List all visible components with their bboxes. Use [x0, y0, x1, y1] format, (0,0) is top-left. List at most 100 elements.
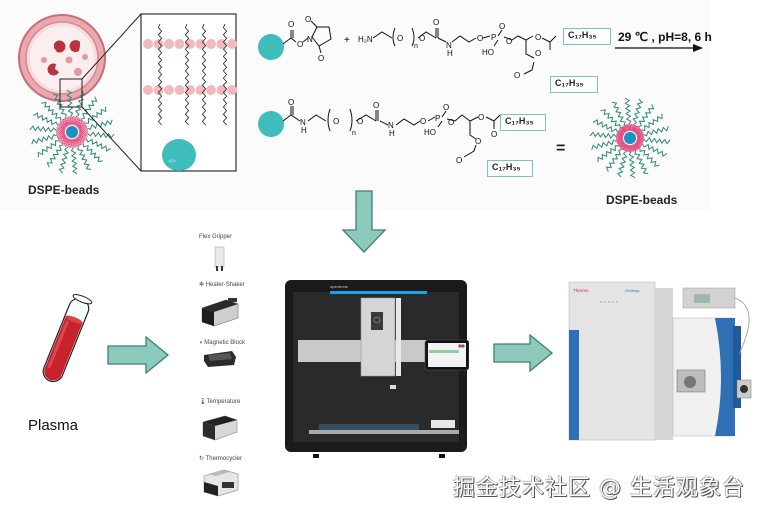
lipid-tail	[616, 131, 624, 138]
lipid-tail	[615, 135, 624, 141]
lipid-tail	[634, 142, 641, 149]
mass-spectrometer-image: Thermo Orbitrap	[568, 281, 752, 441]
svg-text:N: N	[300, 118, 306, 127]
svg-text:O: O	[420, 117, 426, 126]
lipid-tail	[631, 144, 638, 151]
peg-chain	[85, 106, 107, 124]
dspe-tail	[222, 23, 228, 126]
lipid-tail	[636, 132, 644, 138]
dspe-tail	[184, 23, 190, 126]
lipid-head	[206, 39, 216, 49]
lipid-tail	[74, 117, 81, 127]
peg-chain	[66, 89, 74, 117]
lipid-tail	[59, 120, 68, 128]
lipid-head	[216, 85, 227, 95]
bead-icon	[258, 111, 284, 137]
flex-gripper-image	[214, 246, 225, 271]
svg-text:O: O	[477, 34, 483, 43]
lipid-tail	[635, 141, 643, 148]
peg-chain	[643, 126, 669, 137]
lipid-tail	[619, 127, 626, 134]
svg-text:H₂N: H₂N	[358, 35, 373, 44]
lipid-tail	[58, 121, 67, 129]
lipid-tail	[618, 141, 625, 148]
lipid-tail	[75, 137, 83, 146]
lipid-tail	[71, 138, 77, 148]
svg-text:n: n	[414, 43, 418, 50]
dspe-bead-icon	[29, 89, 115, 175]
svg-text:O: O	[297, 40, 303, 49]
watermark: 掘金技术社区 @ 生活观象台	[453, 476, 745, 501]
lipid-head	[227, 39, 237, 49]
lipid-head	[153, 85, 164, 95]
lipid-tail	[56, 131, 66, 137]
svg-text:N: N	[307, 35, 313, 44]
lipid-tail	[63, 117, 70, 126]
lipid-tail	[57, 134, 66, 141]
svg-text:H: H	[389, 129, 395, 138]
lipid-tail	[56, 132, 66, 139]
svg-text:O: O	[443, 103, 449, 112]
temperature-module-image	[202, 415, 238, 441]
svg-text:Thermo: Thermo	[573, 288, 589, 293]
lipid-tail	[55, 130, 66, 134]
opentrons-robot-image: opentrons	[285, 280, 469, 458]
svg-text:O: O	[456, 156, 462, 165]
lipid-tail	[57, 123, 67, 130]
peg-chain	[33, 112, 59, 126]
svg-text:O: O	[478, 113, 484, 122]
peg-chain	[29, 125, 57, 133]
dspe-bead-icon	[589, 97, 671, 179]
lipid-tail	[76, 119, 84, 128]
svg-text:O: O	[357, 117, 363, 126]
lipid-tail	[630, 144, 636, 152]
svg-text:O: O	[475, 137, 481, 146]
bead-icon	[258, 34, 284, 60]
peg-chain	[643, 136, 671, 145]
lipid-tail	[636, 134, 644, 139]
lipid-tail	[77, 134, 87, 141]
dspe-bead-illustration	[18, 13, 237, 175]
svg-text:opentrons: opentrons	[330, 284, 348, 289]
lipid-tail	[72, 138, 79, 148]
lipid-tail	[634, 127, 641, 134]
c17h35-chain-box: C₁₇H₃₅	[550, 76, 598, 93]
peg-chain	[81, 96, 98, 120]
lipid-tail	[625, 144, 631, 153]
peg-chain	[70, 147, 78, 175]
svg-text:O: O	[288, 98, 294, 107]
lipid-tail	[76, 136, 85, 144]
svg-text:O: O	[506, 37, 512, 46]
magnetic-block-image	[204, 351, 236, 367]
lipid-tail	[633, 125, 640, 133]
lipid-tail	[627, 123, 633, 132]
peg-chain	[634, 150, 649, 175]
lipid-tail	[60, 136, 68, 145]
peg-chain	[597, 145, 619, 163]
c17h35-chain-box: C₁₇H₃₅	[500, 114, 546, 131]
svg-text:O: O	[535, 49, 541, 58]
lipid-tail	[78, 131, 89, 137]
lipid-tail	[78, 133, 88, 139]
c17h35-chain-box: C₁₇H₃₅	[563, 28, 611, 45]
svg-text:O: O	[514, 71, 520, 80]
lipid-head	[195, 85, 206, 95]
peg-chain	[638, 104, 655, 128]
lipid-head	[206, 85, 216, 95]
svg-text:O: O	[491, 130, 497, 139]
down-arrow-icon	[341, 190, 387, 253]
svg-text:P: P	[435, 114, 440, 123]
lipid-tail	[63, 137, 70, 147]
peg-chain	[85, 138, 111, 152]
svg-text:Orbitrap: Orbitrap	[625, 288, 640, 293]
lipid-tail	[629, 144, 634, 152]
dspe-tail	[157, 23, 163, 126]
lipid-tail	[71, 115, 77, 126]
lipid-tail	[627, 144, 633, 153]
peg-chain	[77, 146, 92, 170]
lipid-head	[143, 39, 153, 49]
reaction-arrow-icon	[615, 44, 703, 52]
bead-core	[624, 132, 636, 144]
peg-chain	[589, 131, 617, 140]
